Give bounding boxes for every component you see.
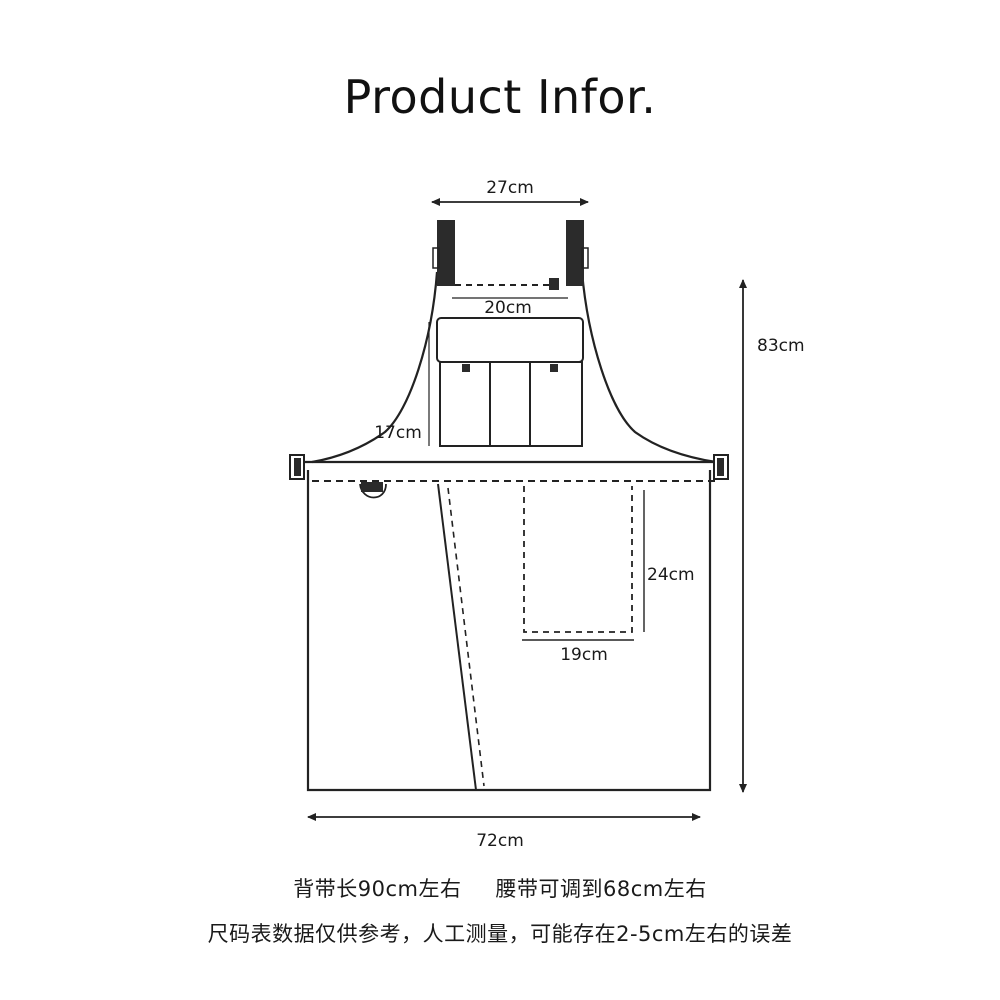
bib-flap (436, 317, 584, 363)
dim-label-24cm: 24cm (647, 565, 695, 585)
size-note-line: 背带长90cm左右 腰带可调到68cm左右 (0, 873, 1000, 903)
front-panel-seam (437, 483, 485, 791)
front-pocket (523, 486, 633, 633)
left-strap (437, 220, 455, 286)
dim-label-27cm: 27cm (486, 178, 534, 198)
bib-snap-right (550, 364, 558, 372)
dim-label-17cm: 17cm (374, 423, 422, 443)
page-title: Product Infor. (343, 70, 657, 124)
disclaimer-note: 尺码表数据仅供参考，人工测量，可能存在2-5cm左右的误差 (207, 922, 793, 946)
dim-label-20cm: 20cm (484, 298, 532, 318)
apron-outline (300, 271, 728, 792)
dim-label-19cm: 19cm (560, 645, 608, 665)
right-waist-buckle-inner (717, 458, 724, 476)
dim-label-72cm: 72cm (476, 831, 524, 851)
strap-ring (549, 278, 559, 290)
right-neck-curve (580, 271, 717, 464)
bib-pocket (439, 361, 583, 447)
left-waist-buckle-inner (294, 458, 301, 476)
left-neck-curve (311, 271, 439, 464)
dim-label-83cm: 83cm (757, 336, 805, 356)
right-strap (566, 220, 584, 286)
left-strap-buckle (432, 247, 440, 269)
bib-snap-left (462, 364, 470, 372)
dimension-lines (307, 198, 747, 821)
bib (436, 284, 584, 447)
waist-adjust-note: 腰带可调到68cm左右 (495, 877, 707, 901)
right-strap-buckle (581, 247, 589, 269)
apron-body (306, 470, 712, 792)
strap-length-note: 背带长90cm左右 (293, 877, 462, 901)
straps (289, 220, 729, 480)
towel-loop (359, 482, 387, 499)
